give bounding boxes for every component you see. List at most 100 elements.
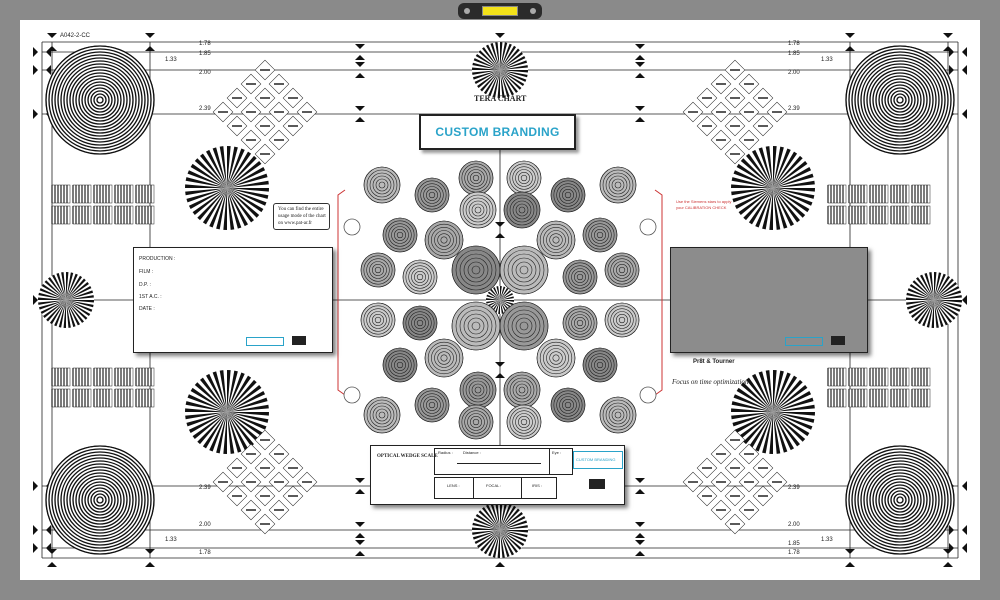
ratio-label: 1.33 (165, 537, 177, 543)
zone-plate-ring (427, 223, 461, 257)
siemens-star-spoke (934, 300, 959, 317)
zone-plate-ring (385, 220, 415, 250)
siemens-star-spoke (216, 412, 227, 454)
siemens-star-spoke (500, 286, 502, 300)
zone-plate-ring (363, 166, 401, 204)
eye-label: Eye : (552, 450, 562, 455)
corner-target-ring (78, 478, 122, 522)
frame-marker (355, 73, 365, 78)
zone-plate-ring (369, 311, 387, 329)
siemens-star-spoke (934, 300, 956, 320)
mini-branding-box (785, 337, 823, 346)
frame-marker (635, 533, 645, 538)
siemens-star-spoke (66, 286, 92, 300)
distance-label: Distance : (463, 450, 481, 455)
branding-box: CUSTOM BRANDING (419, 114, 576, 150)
siemens-star-spoke (66, 275, 83, 300)
date-field: DATE : (139, 306, 155, 312)
zone-plate-ring (519, 265, 529, 275)
corner-target-ring (60, 60, 140, 140)
siemens-star-spoke (227, 188, 264, 213)
zone-plate-ring (465, 197, 491, 223)
zone-plate-ring (467, 261, 485, 279)
siemens-star-spoke (773, 146, 777, 188)
corner-target-ring (93, 493, 107, 507)
siemens-star-spoke (492, 70, 500, 98)
zone-plate-ring (507, 309, 541, 343)
ratio-label: 1.33 (821, 537, 833, 543)
frame-marker (33, 295, 38, 305)
zone-plate-ring (605, 172, 631, 198)
zone-plate-ring (411, 268, 429, 286)
siemens-star-spoke (922, 300, 934, 327)
siemens-star-spoke (732, 188, 773, 203)
siemens-star-spoke (500, 300, 514, 302)
siemens-star-spoke (934, 286, 960, 300)
frame-marker (635, 551, 645, 556)
siemens-star-spoke (773, 188, 806, 218)
siemens-star-spoke (48, 277, 66, 300)
siemens-star-spoke (773, 173, 814, 188)
siemens-star-spoke (500, 300, 504, 314)
siemens-star-spoke (909, 283, 934, 300)
corner-target-ring (66, 66, 134, 134)
corner-target-ring (69, 69, 131, 131)
siemens-star-spoke (492, 530, 500, 558)
siemens-star-spoke (187, 394, 227, 412)
zone-plate-ring (455, 249, 497, 291)
zone-plate-ring (427, 341, 461, 375)
zone-plate-ring (588, 223, 612, 247)
siemens-star-spoke (500, 65, 528, 70)
zone-plate-ring (402, 305, 438, 341)
zone-plate-ring (605, 402, 631, 428)
zone-plate-ring (372, 314, 384, 326)
siemens-star-spoke (185, 188, 227, 196)
corner-target-ring (48, 48, 152, 152)
siemens-star-spoke (500, 505, 517, 530)
siemens-star-spoke (500, 70, 527, 82)
frame-marker (943, 46, 953, 51)
siemens-star-spoke (66, 295, 94, 300)
siemens-star-spoke (500, 287, 509, 300)
siemens-star-spoke (934, 300, 962, 303)
zone-plate-ring (372, 175, 392, 195)
corner-target-ring (93, 93, 107, 107)
zone-plate-ring (414, 387, 450, 423)
zone-plate-ring (536, 338, 576, 378)
zone-plate-ring (388, 353, 412, 377)
siemens-star-spoke (227, 375, 252, 412)
zone-plate-ring (420, 183, 444, 207)
siemens-star-spoke (773, 188, 815, 199)
siemens-star-spoke (209, 412, 227, 452)
frame-marker (145, 549, 155, 554)
corner-target-ring (90, 90, 110, 110)
zone-plate-ring (614, 411, 622, 419)
frame-marker (635, 44, 645, 49)
siemens-star-spoke (66, 278, 86, 300)
zone-plate-ring (459, 191, 497, 229)
siemens-star-spoke (762, 188, 773, 230)
siemens-star-spoke (734, 188, 773, 209)
siemens-star-spoke (773, 155, 803, 188)
siemens-star-spoke (473, 518, 500, 530)
zone-plate-ring (369, 172, 395, 198)
siemens-star-spoke (227, 379, 257, 412)
siemens-star-spoke (934, 300, 948, 326)
zone-plate-ring (374, 266, 382, 274)
siemens-star-spoke (474, 530, 500, 544)
zone-plate-ring (574, 317, 586, 329)
siemens-star-spoke (743, 412, 773, 445)
siemens-star-spoke (731, 188, 773, 196)
siemens-star-spoke (227, 161, 262, 188)
siemens-star-spoke (227, 385, 262, 412)
zone-plate-ring (378, 411, 386, 419)
zone-plate-ring (420, 393, 444, 417)
zone-plate-ring (613, 261, 631, 279)
zone-plate-ring (471, 203, 485, 217)
siemens-star-spoke (934, 282, 957, 300)
zone-plate-ring (416, 319, 424, 327)
siemens-star-spoke (227, 148, 245, 188)
frame-marker (495, 373, 505, 378)
siemens-star-spoke (227, 397, 268, 412)
siemens-star-spoke (914, 300, 934, 322)
